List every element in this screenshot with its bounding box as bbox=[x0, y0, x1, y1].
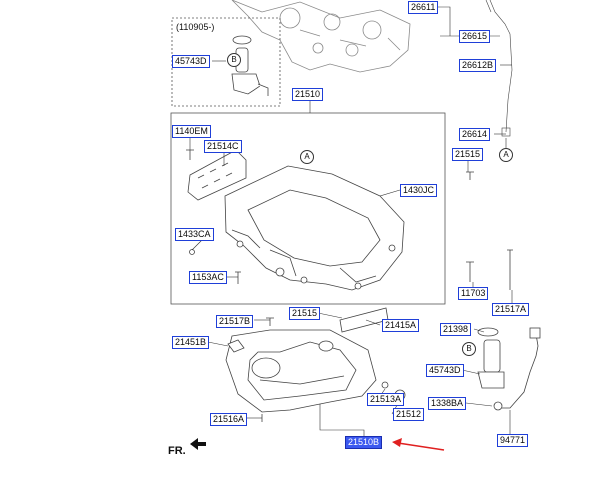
part-21515-right[interactable]: 21515 bbox=[452, 148, 484, 161]
callout-a-pan: A bbox=[300, 150, 314, 164]
part-26611[interactable]: 26611 bbox=[408, 1, 439, 14]
pointer-arrow bbox=[392, 438, 445, 451]
part-21513a[interactable]: 21513A bbox=[367, 393, 405, 406]
part-26615[interactable]: 26615 bbox=[459, 30, 491, 43]
part-21516a[interactable]: 21516A bbox=[210, 413, 248, 426]
part-45743d-top[interactable]: 45743D bbox=[172, 55, 210, 68]
dipstick-drawing bbox=[485, 0, 513, 137]
part-21515-mid[interactable]: 21515 bbox=[289, 307, 321, 320]
front-direction-arrow bbox=[190, 438, 206, 450]
variant-date-label: (110905-) bbox=[176, 22, 215, 32]
part-1153ac[interactable]: 1153AC bbox=[189, 271, 227, 284]
part-26614[interactable]: 26614 bbox=[459, 128, 491, 141]
leader-lines bbox=[189, 6, 513, 436]
upper-oil-pan-drawing bbox=[224, 165, 405, 291]
part-21451b[interactable]: 21451B bbox=[172, 336, 210, 349]
part-1430jc[interactable]: 1430JC bbox=[400, 184, 438, 197]
oil-pan-assembly-box bbox=[170, 112, 446, 305]
part-21510b[interactable]: 21510B bbox=[345, 436, 383, 449]
callout-b-bottom: B bbox=[462, 342, 476, 356]
engine-block-drawing bbox=[231, 0, 411, 73]
sensor-top-drawing bbox=[231, 35, 269, 96]
callout-a-dipstick: A bbox=[499, 148, 513, 162]
level-sensor-drawing bbox=[477, 327, 541, 411]
bolts-drawing bbox=[186, 149, 513, 326]
part-21517a[interactable]: 21517A bbox=[492, 303, 530, 316]
lower-oil-pan-drawing bbox=[225, 329, 377, 413]
part-26612b[interactable]: 26612B bbox=[459, 59, 497, 72]
part-21398[interactable]: 21398 bbox=[440, 323, 472, 336]
part-1140em[interactable]: 1140EM bbox=[172, 125, 211, 138]
part-1433ca[interactable]: 1433CA bbox=[175, 228, 214, 241]
front-direction-label: FR. bbox=[168, 445, 186, 457]
callout-b-top: B bbox=[227, 53, 241, 67]
part-45743d-bottom[interactable]: 45743D bbox=[426, 364, 464, 377]
part-21415a[interactable]: 21415A bbox=[382, 319, 420, 332]
part-21510[interactable]: 21510 bbox=[292, 88, 324, 101]
baffle-drawing bbox=[339, 307, 389, 333]
part-11703[interactable]: 11703 bbox=[458, 287, 489, 300]
part-1338ba[interactable]: 1338BA bbox=[428, 397, 467, 410]
part-21517b[interactable]: 21517B bbox=[216, 315, 254, 328]
part-94771[interactable]: 94771 bbox=[497, 434, 529, 447]
part-21512[interactable]: 21512 bbox=[393, 408, 425, 421]
part-21514c[interactable]: 21514C bbox=[204, 140, 242, 153]
